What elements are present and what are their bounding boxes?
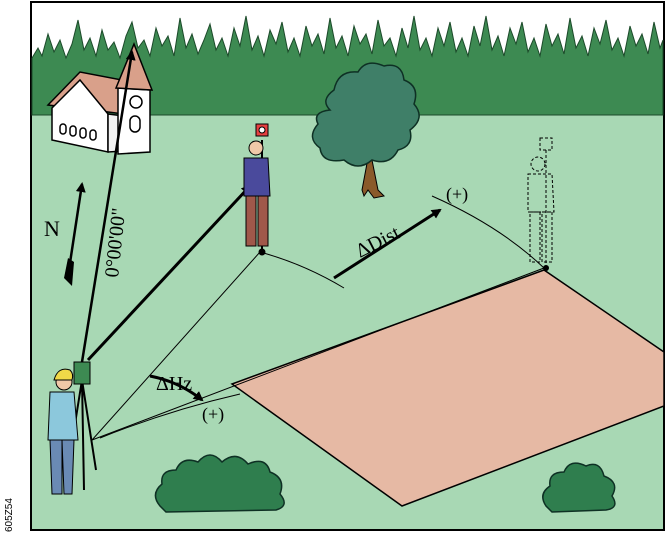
bush-left <box>154 454 285 513</box>
distance-arc <box>259 251 345 289</box>
north-arrow <box>64 182 86 286</box>
forest-treeline <box>31 15 664 116</box>
hz-arc <box>99 393 241 439</box>
church <box>46 41 154 155</box>
plus-hz-label: (+) <box>202 404 224 425</box>
bush-right <box>542 462 616 513</box>
oak-tree-crown <box>311 62 420 167</box>
figure-id: 605Z54 <box>4 498 15 532</box>
delta-hz-arrow <box>149 374 204 402</box>
azimuth-line <box>80 50 136 363</box>
stakeout-ghost <box>527 137 555 268</box>
target-line <box>86 184 252 362</box>
surveyor <box>47 361 97 495</box>
figure-id-text: 605Z54 <box>4 498 15 532</box>
north-label: N <box>44 216 60 241</box>
delta-hz-label: ΔHz <box>156 373 192 395</box>
oak-tree <box>311 62 420 199</box>
reflector-person <box>243 123 271 256</box>
plus-dist-label: (+) <box>446 184 468 205</box>
sighting-lines <box>91 195 545 441</box>
hard-hat <box>53 368 74 381</box>
land-plot <box>230 269 665 507</box>
total-station <box>73 361 91 385</box>
delta-dist-arrow <box>333 208 442 280</box>
church-spire <box>114 41 154 91</box>
church-clock <box>129 95 143 109</box>
church-windows <box>59 123 97 141</box>
